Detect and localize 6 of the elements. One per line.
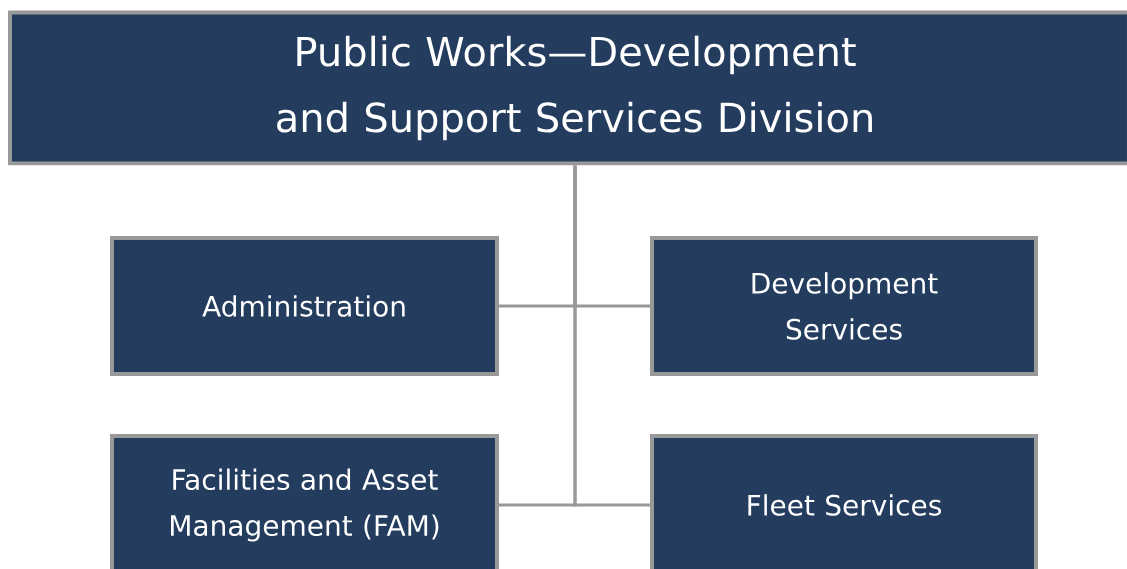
division-box: Fleet Services (650, 434, 1038, 569)
division-box: Facilities and Asset Management (FAM) (110, 434, 499, 569)
title-box: Public Works—Development and Support Services Division (8, 10, 1127, 166)
connector-line (573, 165, 650, 507)
division-box: Development Services (650, 236, 1038, 376)
division-box: Administration (110, 236, 499, 376)
